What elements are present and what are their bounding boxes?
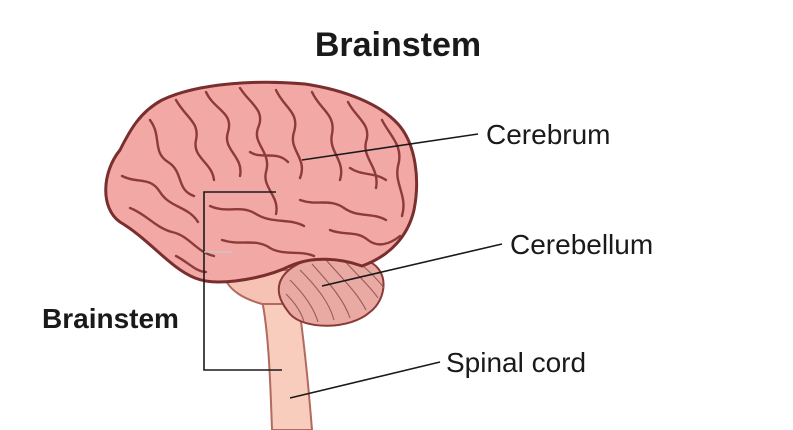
spinal-cord-label: Spinal cord — [446, 347, 586, 378]
brainstem-bracket — [203, 191, 282, 371]
cerebellum-label: Cerebellum — [510, 229, 653, 260]
cerebellum-leader-line — [321, 243, 503, 287]
cerebrum-leader-line — [301, 133, 479, 161]
cerebrum-shape — [104, 80, 419, 284]
cerebellum-shape — [277, 255, 385, 327]
cerebrum-label: Cerebrum — [486, 119, 610, 150]
diagram-title: Brainstem — [315, 26, 481, 64]
spinal-cord-leader-line — [289, 361, 441, 399]
spinal-cord-shape — [260, 299, 314, 430]
brainstem-label: Brainstem — [42, 303, 179, 334]
